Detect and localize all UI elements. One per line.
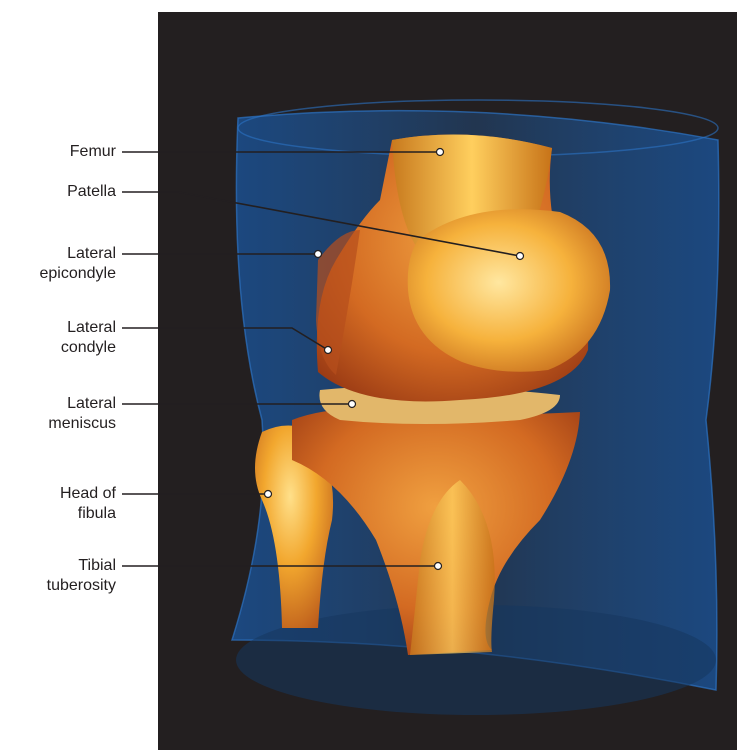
point-lateral-condyle [325,347,332,354]
label-lateral-condyle: Lateral condyle [6,318,116,358]
point-head-of-fibula [265,491,272,498]
patella-bone [408,209,610,372]
label-femur: Femur [6,142,116,162]
label-head-of-fibula: Head of fibula [6,484,116,524]
point-femur [437,149,444,156]
point-lateral-meniscus [349,401,356,408]
point-lateral-epicondyle [315,251,322,258]
point-tibial-tuberosity [435,563,442,570]
label-lateral-meniscus: Lateral meniscus [6,394,116,434]
point-patella [517,253,524,260]
label-lateral-epicondyle: Lateral epicondyle [6,244,116,284]
label-patella: Patella [6,182,116,202]
label-tibial-tuberosity: Tibial tuberosity [6,556,116,596]
